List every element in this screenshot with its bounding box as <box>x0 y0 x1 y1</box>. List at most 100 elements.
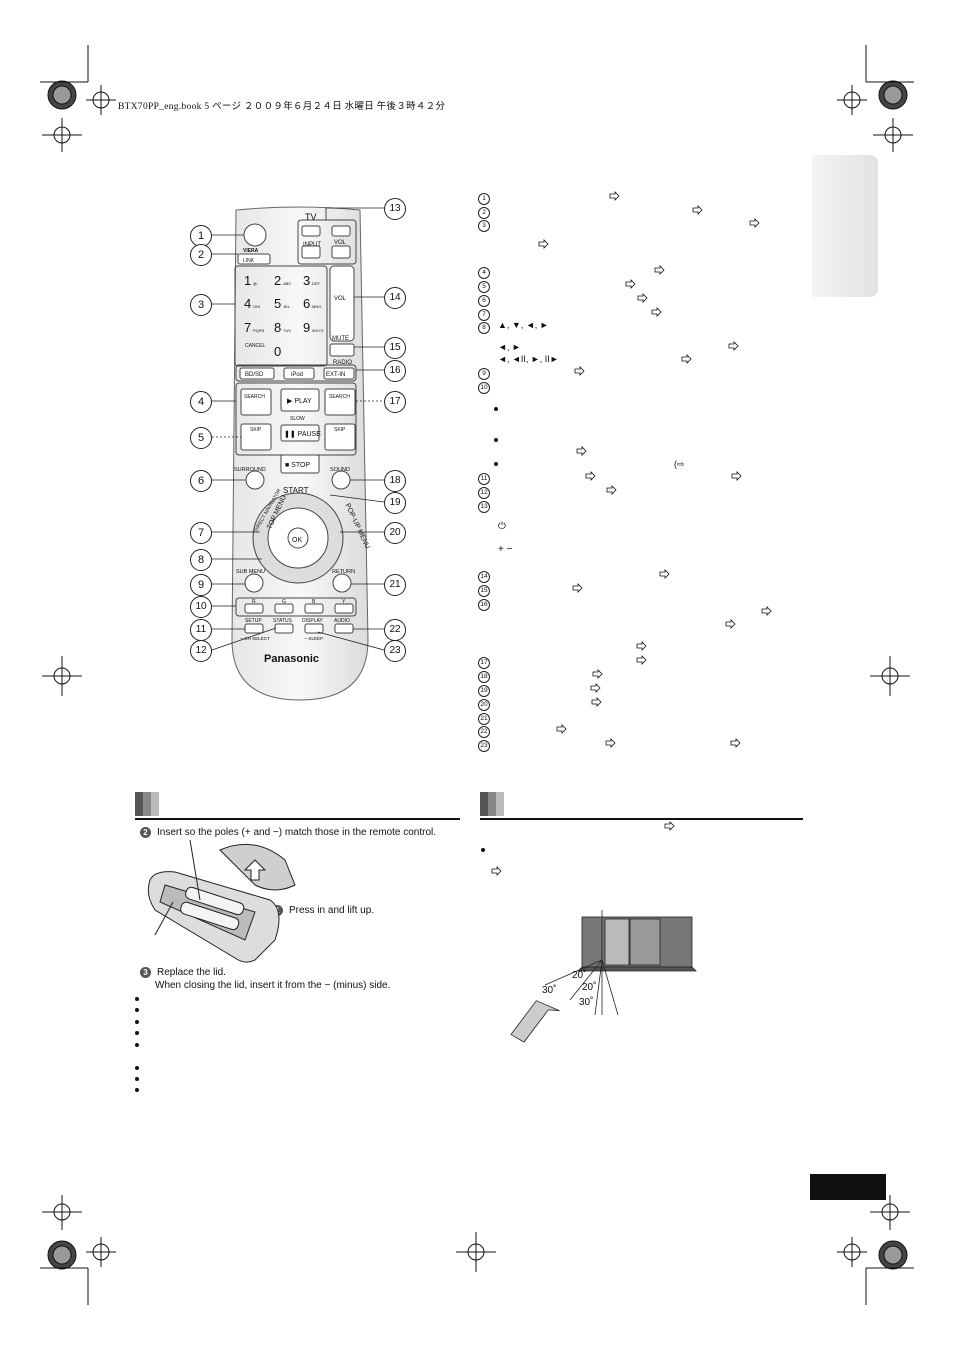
list-number-7: 7 <box>478 308 492 321</box>
callout-19: 19 <box>384 492 406 514</box>
angle-label-30-left: 30˚ <box>542 984 556 996</box>
arrow-keys-symbols-lr: ◄, ► <box>498 342 521 352</box>
callout-17: 17 <box>384 391 406 413</box>
note-bullet <box>135 1066 139 1070</box>
ch-select-label: —CH SELECT <box>240 636 270 641</box>
book-header: BTX70PP_eng.book 5 ページ ２００９年６月２４日 水曜日 午後… <box>118 102 446 112</box>
note-bullet <box>135 1008 139 1012</box>
battery-insertion-illustration <box>147 840 296 963</box>
viera-label: VIERA <box>243 248 259 254</box>
list-bullet <box>494 438 498 442</box>
svg-text:DEF: DEF <box>312 281 321 286</box>
skip-left-label: SKIP <box>250 427 262 433</box>
play-label: ▶ PLAY <box>287 398 312 405</box>
svg-text:B: B <box>312 599 316 605</box>
svg-text:G: G <box>282 599 286 605</box>
svg-text:GHI: GHI <box>253 304 260 309</box>
svg-text:ABC: ABC <box>283 281 291 286</box>
note-bullet <box>135 1020 139 1024</box>
brand-logo: Panasonic <box>264 653 319 665</box>
surround-label: SURROUND <box>234 467 266 473</box>
list-number-6: 6 <box>478 294 492 307</box>
audio-label: AUDIO <box>334 618 350 624</box>
arrow-keys-symbols: ▲, ▼, ◄, ► <box>498 320 549 330</box>
step-2-icon: 2 <box>140 827 151 838</box>
mute-label: MUTE <box>332 336 349 342</box>
list-number-18: 18 <box>478 670 492 683</box>
note-bullet <box>481 848 485 852</box>
svg-text:5: 5 <box>274 296 281 311</box>
note-bullet <box>135 1088 139 1092</box>
page-number-box <box>810 1174 886 1200</box>
sub-menu-label: SUB MENU <box>236 569 265 575</box>
svg-text:1: 1 <box>244 273 251 288</box>
callout-13: 13 <box>384 198 406 220</box>
list-number-8: 8 <box>478 321 492 334</box>
svg-text:6: 6 <box>303 296 310 311</box>
svg-text:PQRS: PQRS <box>253 328 265 333</box>
search-right-label: SEARCH <box>329 394 350 400</box>
vol-label: VOL <box>334 296 347 302</box>
sound-label: SOUND <box>330 467 350 473</box>
svg-text:7: 7 <box>244 320 251 335</box>
svg-text:3: 3 <box>303 273 310 288</box>
list-number-2: 2 <box>478 206 492 219</box>
sleep-label: —SLEEP <box>304 636 323 641</box>
list-number-15: 15 <box>478 584 492 597</box>
list-number-11: 11 <box>478 472 492 485</box>
list-number-10: 10 <box>478 381 492 394</box>
list-number-23: 23 <box>478 739 492 752</box>
callout-23: 23 <box>384 640 406 662</box>
section-bar-batteries <box>135 792 460 820</box>
callout-10: 10 <box>190 596 212 618</box>
svg-text:8: 8 <box>274 320 281 335</box>
setup-label: SETUP <box>245 618 262 624</box>
list-bullet <box>494 462 498 466</box>
svg-text:@.: @. <box>253 281 258 286</box>
callout-2: 2 <box>190 244 212 266</box>
callout-3: 3 <box>190 294 212 316</box>
angle-label-20-bottom: 20˚ <box>582 981 596 993</box>
angle-label-20-top: 20˚ <box>572 969 586 981</box>
list-number-9: 9 <box>478 367 492 380</box>
radio-label: RADIO <box>333 360 352 366</box>
display-label: DISPLAY <box>302 618 323 624</box>
svg-text:TUV: TUV <box>283 328 291 333</box>
paren-arrow: (⇨ <box>674 459 685 469</box>
start-label: START <box>283 486 309 495</box>
list-number-4: 4 <box>478 266 492 279</box>
stop-label: ■ STOP <box>285 462 310 469</box>
svg-text:JKL: JKL <box>283 304 291 309</box>
callout-20: 20 <box>384 522 406 544</box>
callout-18: 18 <box>384 470 406 492</box>
input-label: INPUT <box>303 242 321 248</box>
tv-label: TV <box>305 212 317 222</box>
slow-label: SLOW <box>290 416 305 422</box>
bdsd-label: BD/SD <box>245 372 264 378</box>
step-3-icon: 3 <box>140 967 151 978</box>
note-bullet <box>135 1043 139 1047</box>
skip-right-label: SKIP <box>334 427 346 433</box>
svg-text:Y: Y <box>342 599 346 605</box>
list-number-13: 13 <box>478 500 492 513</box>
extin-label: EXT-IN <box>326 372 345 378</box>
list-number-19: 19 <box>478 684 492 697</box>
return-label: RETURN <box>332 569 355 575</box>
cancel-label: CANCEL <box>245 343 266 349</box>
list-number-14: 14 <box>478 570 492 583</box>
list-bullet <box>494 407 498 411</box>
list-number-21: 21 <box>478 712 492 725</box>
pause-label: ❚❚ PAUSE <box>284 430 321 438</box>
ipod-label: iPod <box>291 372 303 378</box>
svg-text:R: R <box>252 599 256 605</box>
callout-9: 9 <box>190 574 212 596</box>
callout-15: 15 <box>384 337 406 359</box>
callout-7: 7 <box>190 522 212 544</box>
